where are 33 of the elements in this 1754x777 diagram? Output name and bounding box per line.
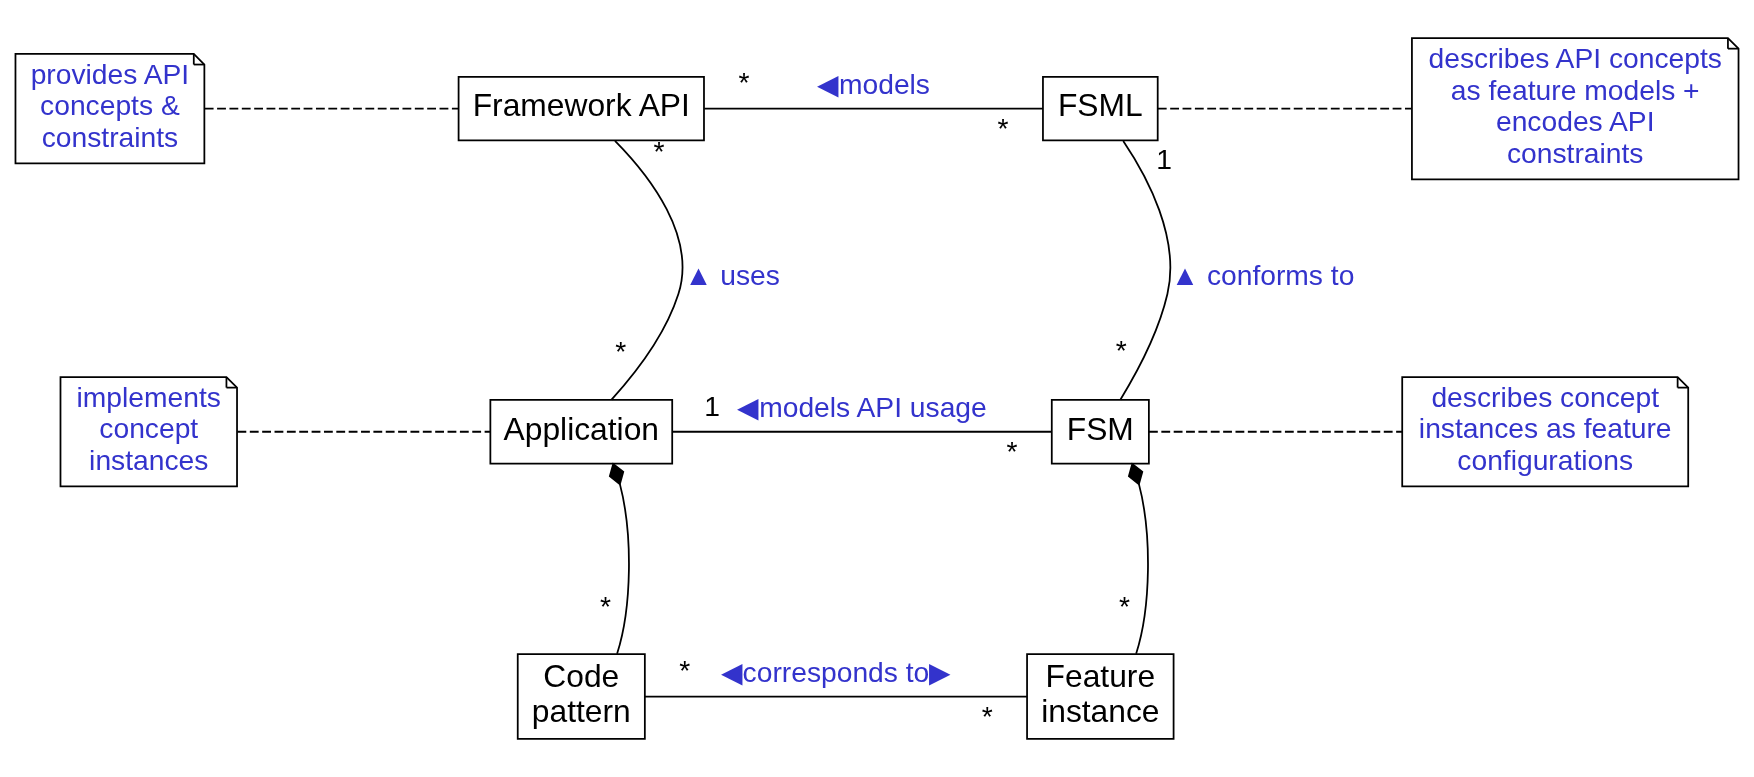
connector (610, 139, 684, 401)
node-box: FSM (1050, 399, 1150, 465)
connector (1156, 107, 1413, 110)
connector (203, 107, 460, 110)
node-box: Framework API (457, 76, 705, 142)
node-box: FSML (1042, 76, 1159, 142)
connector (1119, 140, 1172, 401)
node-box: Application (489, 399, 674, 465)
connector (671, 430, 1053, 433)
node-box: Code pattern (516, 653, 646, 740)
node-box: Feature instance (1026, 653, 1175, 740)
edge-label: ◀corresponds to▶ (720, 656, 952, 689)
connector (1127, 462, 1149, 655)
connector (644, 695, 1028, 698)
label: * (615, 335, 627, 368)
edge-label: ◀models (816, 68, 930, 101)
connector (703, 107, 1044, 110)
label: * (600, 590, 612, 623)
label: * (738, 66, 750, 99)
edge-label: ◀models API usage (737, 391, 987, 424)
edge-label: ▲ uses (684, 258, 780, 291)
label: * (1119, 590, 1131, 623)
edge-label: ▲ conforms to (1171, 258, 1355, 291)
connector (1148, 430, 1403, 433)
label: * (1006, 435, 1018, 468)
label: * (1115, 334, 1127, 367)
label: * (981, 700, 993, 733)
label: 1 (704, 389, 720, 422)
label: * (997, 112, 1009, 145)
label: 1 (1156, 142, 1172, 175)
label: * (679, 654, 691, 687)
connector (608, 462, 630, 655)
connector (236, 430, 491, 433)
